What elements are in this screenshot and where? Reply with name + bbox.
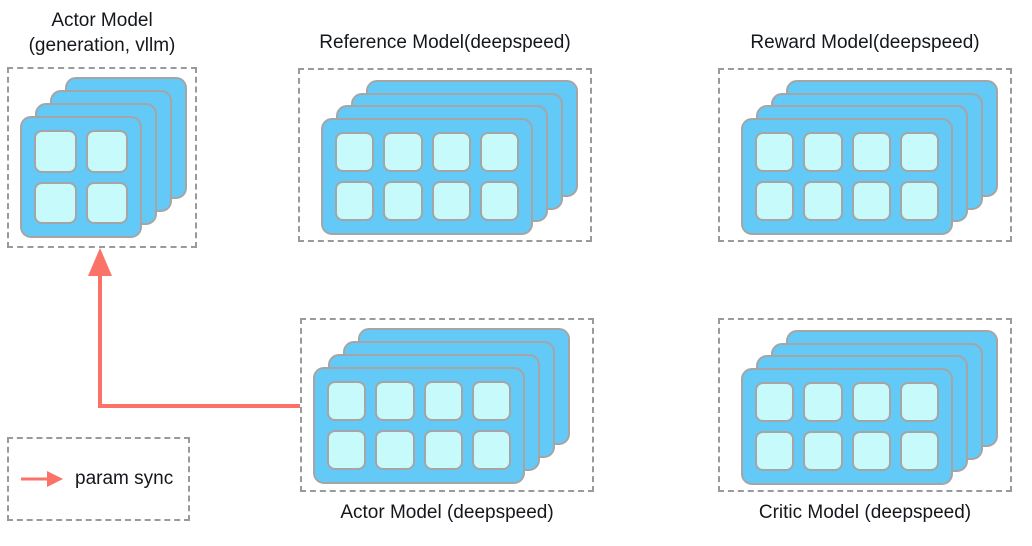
card-cell bbox=[85, 130, 128, 173]
card-cell bbox=[803, 431, 843, 471]
card-cell bbox=[899, 382, 939, 422]
caption-reward: Reward Model(deepspeed) bbox=[750, 32, 980, 53]
card-cell bbox=[383, 181, 423, 221]
card-front bbox=[313, 367, 525, 484]
card-cell bbox=[803, 382, 843, 422]
card-cell bbox=[327, 381, 367, 421]
card-cell bbox=[851, 181, 891, 221]
card-cell bbox=[34, 181, 77, 224]
card-front bbox=[741, 118, 953, 235]
card-front bbox=[20, 116, 142, 238]
group-actor-deepspeed[interactable] bbox=[300, 318, 594, 492]
group-critic[interactable] bbox=[718, 318, 1012, 492]
legend-label: param sync bbox=[75, 468, 174, 489]
card-cell bbox=[335, 132, 375, 172]
card-stack-actor-deepspeed bbox=[302, 320, 596, 494]
card-stack-critic bbox=[720, 320, 1014, 494]
card-cell bbox=[803, 132, 843, 172]
card-cell bbox=[899, 181, 939, 221]
param-sync-path bbox=[98, 268, 300, 408]
card-cell bbox=[851, 431, 891, 471]
card-cell bbox=[423, 381, 463, 421]
card-cell bbox=[479, 181, 519, 221]
card-cell bbox=[851, 132, 891, 172]
card-front bbox=[741, 368, 953, 485]
caption-actor-deepspeed: Actor Model (deepspeed) bbox=[340, 502, 554, 523]
card-cell bbox=[479, 132, 519, 172]
card-cell bbox=[755, 431, 795, 471]
card-cell bbox=[431, 132, 471, 172]
card-front bbox=[321, 118, 533, 235]
card-stack-reward bbox=[720, 70, 1014, 244]
card-cell bbox=[335, 181, 375, 221]
param-sync-arrowhead bbox=[88, 248, 112, 276]
card-cell bbox=[423, 430, 463, 470]
card-cell bbox=[327, 430, 367, 470]
card-cell bbox=[375, 381, 415, 421]
caption-actor-vllm: Actor Model (generation, vllm) bbox=[28, 10, 176, 56]
card-cell bbox=[851, 382, 891, 422]
card-cell bbox=[471, 430, 511, 470]
card-cell bbox=[471, 381, 511, 421]
card-cell bbox=[431, 181, 471, 221]
card-cell bbox=[899, 132, 939, 172]
group-reward[interactable] bbox=[718, 68, 1012, 242]
group-actor-vllm[interactable] bbox=[7, 67, 197, 248]
card-cell bbox=[755, 181, 795, 221]
card-cell bbox=[803, 181, 843, 221]
card-cell bbox=[755, 382, 795, 422]
caption-reference: Reference Model(deepspeed) bbox=[319, 32, 571, 53]
card-cell bbox=[34, 130, 77, 173]
caption-critic: Critic Model (deepspeed) bbox=[758, 502, 972, 523]
card-stack-reference bbox=[300, 70, 594, 244]
legend-arrow-icon bbox=[21, 471, 63, 487]
group-reference[interactable] bbox=[298, 68, 592, 242]
legend-box: param sync bbox=[7, 437, 190, 521]
card-stack-actor-vllm bbox=[9, 69, 199, 250]
card-cell bbox=[85, 181, 128, 224]
card-cell bbox=[383, 132, 423, 172]
card-cell bbox=[375, 430, 415, 470]
card-cell bbox=[899, 431, 939, 471]
card-cell bbox=[755, 132, 795, 172]
